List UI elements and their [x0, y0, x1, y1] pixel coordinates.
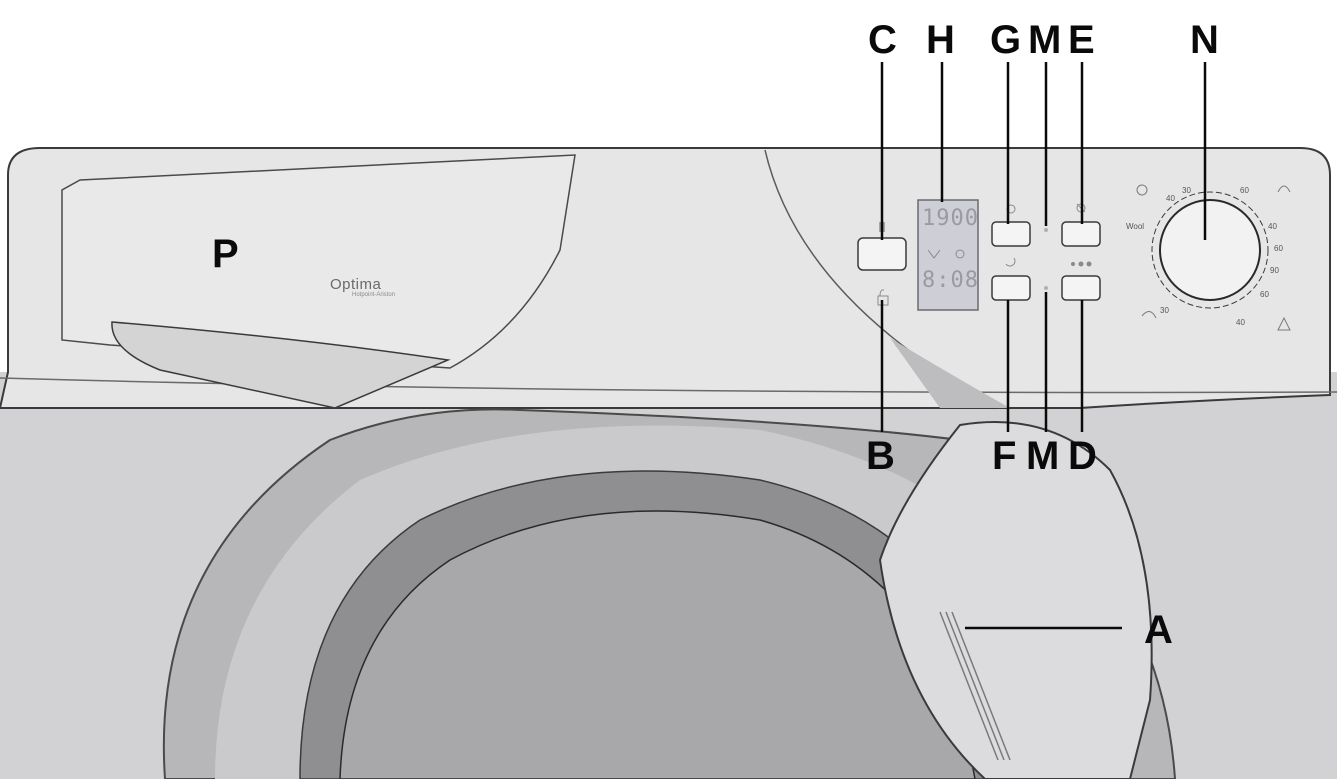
display-window	[917, 199, 979, 311]
dial-label: 60	[1274, 244, 1283, 253]
callout-n: N	[1190, 18, 1219, 62]
dial-label: 60	[1240, 186, 1249, 195]
callout-p: P	[212, 232, 239, 276]
indicator-light-lower	[1044, 286, 1048, 290]
leader-lines	[880, 62, 1207, 630]
callout-b: B	[866, 434, 895, 478]
callout-m-top: M	[1028, 18, 1062, 62]
spin-icon	[1005, 257, 1016, 267]
dial-label: 30	[1182, 186, 1191, 195]
dial-label: 40	[1236, 318, 1245, 327]
delay-timer-icon	[879, 222, 885, 232]
dial-label: 40	[1166, 194, 1175, 203]
spin-button-f[interactable]	[991, 275, 1031, 301]
indicator-light-upper	[1044, 228, 1048, 232]
door-handle	[878, 421, 1153, 779]
callout-h: H	[926, 18, 955, 62]
dial-label: 40	[1268, 222, 1277, 231]
drawer-handle	[111, 321, 451, 409]
callout-e: E	[1068, 18, 1095, 62]
callout-g: G	[990, 18, 1022, 62]
dial-label: 60	[1260, 290, 1269, 299]
detergent-drawer	[61, 154, 576, 369]
stain-button-e[interactable]	[1061, 221, 1101, 247]
callout-c: C	[868, 18, 897, 62]
delay-button-c[interactable]	[857, 237, 907, 271]
panel-shadow	[890, 338, 1010, 408]
callout-a: A	[1144, 608, 1173, 652]
programme-knob-icon[interactable]	[1159, 199, 1261, 301]
display-icons	[927, 249, 965, 259]
dial-label: 90	[1270, 266, 1279, 275]
extra-rinse-button-d[interactable]	[1061, 275, 1101, 301]
callout-f: F	[992, 434, 1017, 478]
programme-dial-ring	[1151, 191, 1269, 309]
display-top-readout: 1900	[922, 206, 979, 231]
extra-rinse-icon	[1071, 261, 1092, 267]
callout-d: D	[1068, 434, 1097, 478]
dial-label: Wool	[1126, 222, 1145, 231]
panel-edge	[0, 377, 1337, 394]
handle-grip-lines	[939, 611, 1011, 761]
brand-subtitle: Hotpoint-Ariston	[352, 292, 396, 298]
callout-m-bottom: M	[1026, 434, 1060, 478]
dial-label: 30	[1160, 306, 1169, 315]
temperature-button-g[interactable]	[991, 221, 1031, 247]
dial-symbols	[1136, 184, 1291, 331]
brand-logo: Optima	[330, 276, 382, 293]
display-bottom-readout: 8:08	[922, 268, 979, 293]
